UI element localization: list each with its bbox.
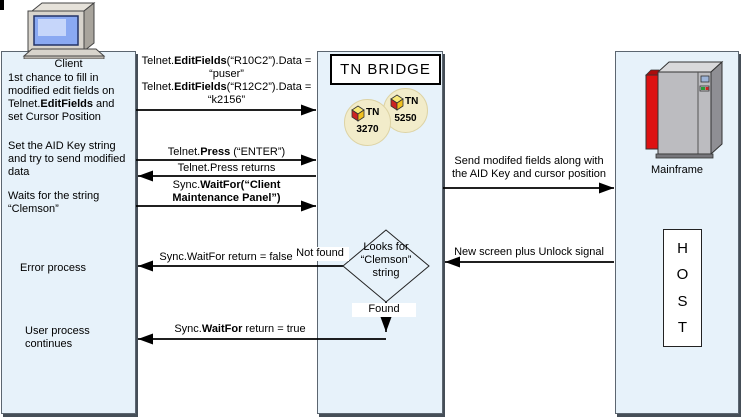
- m6-post: return = true: [242, 323, 306, 335]
- corner-artifact: [0, 0, 4, 10]
- msg-waitfor-true: Sync.WaitFor return = true: [150, 323, 330, 336]
- decision-line2: “Clemson”: [360, 254, 412, 266]
- msg-editfields-line3: Telnet.EditFields(“R12C2”).Data =: [138, 81, 315, 94]
- m6-pre: Sync.: [174, 323, 202, 335]
- m1a-pre: Telnet.: [141, 55, 175, 67]
- m2-bold: Press: [200, 146, 231, 158]
- msg-editfields-line4: “k2156”: [207, 94, 246, 106]
- m1a-post: (“R10C2”).Data =: [226, 55, 312, 67]
- decision-line1: Looks for: [363, 241, 409, 253]
- m4b-bold: Maintenance Panel”): [172, 192, 281, 204]
- m2-post: (“ENTER”): [230, 146, 286, 158]
- msg-press-enter: Telnet.Press (“ENTER”): [138, 146, 315, 159]
- m1c-post: (“R12C2”).Data =: [226, 81, 312, 93]
- client-note-editfields-bold: EditFields: [40, 98, 93, 110]
- m1c-pre: Telnet.: [141, 81, 175, 93]
- msg-send-fields-line2: the AID Key and cursor position: [451, 168, 607, 180]
- mainframe-icon: [645, 60, 724, 159]
- m1a-bold: EditFields: [174, 55, 227, 67]
- client-note-waits: Waits for the string “Clemson”: [8, 190, 100, 215]
- computer-icon: [22, 1, 106, 59]
- client-note-aidkey: Set the AID Key string and try to send m…: [8, 140, 126, 178]
- client-note-error: Error process: [20, 262, 87, 274]
- client-panel: [1, 51, 136, 414]
- client-note-editfields: 1st chance to fill in modified edit fiel…: [8, 72, 132, 124]
- host-letter-o: O: [676, 266, 689, 284]
- host-letter-h: H: [677, 239, 688, 257]
- client-note-editfields-pre: 1st chance to fill in modified edit fiel…: [8, 72, 115, 110]
- msg-waitfor-line2: Maintenance Panel”): [138, 192, 315, 205]
- m1c-bold: EditFields: [174, 81, 227, 93]
- msg-send-fields: Send modifed fields along with the AID K…: [445, 155, 613, 181]
- tn3270-cube-icon: [351, 105, 365, 122]
- host-box: H O S T: [663, 229, 702, 347]
- tn3270-badge: TN 3270: [344, 99, 391, 146]
- client-title: Client: [54, 58, 83, 70]
- msg-waitfor-false: Sync.WaitFor return = false: [159, 251, 293, 263]
- m4a-pre: Sync.: [172, 179, 201, 191]
- tn5250-number: 5250: [394, 113, 417, 124]
- tn-bridge-title: TN BRIDGE: [330, 54, 441, 85]
- tn3270-label: TN: [366, 107, 380, 118]
- not-found-label: Not found: [291, 247, 349, 261]
- msg-editfields-line1: Telnet.EditFields(“R10C2”).Data =: [138, 55, 315, 68]
- client-note-editfields-post: and set Cursor Position: [8, 98, 115, 123]
- msg-editfields-data: Telnet.EditFields(“R10C2”).Data = “puser…: [138, 55, 315, 107]
- m6-bold: WaitFor: [201, 323, 243, 335]
- mainframe-label: Mainframe: [651, 164, 703, 176]
- tn5250-label: TN: [405, 96, 419, 107]
- tn5250-cube-icon: [390, 94, 404, 111]
- host-letter-t: T: [677, 319, 688, 337]
- decision-diamond-text: Looks for “Clemson” string: [346, 241, 426, 280]
- msg-waitfor-call: Sync.WaitFor(“Client Maintenance Panel”): [138, 179, 315, 205]
- client-note-continues: User process continues: [25, 325, 90, 350]
- tn3270-number: 3270: [356, 124, 379, 135]
- msg-new-screen: New screen plus Unlock signal: [454, 246, 604, 258]
- decision-line3: string: [372, 267, 400, 279]
- msg-send-fields-line1: Send modifed fields along with: [454, 155, 604, 167]
- found-label: Found: [352, 303, 416, 317]
- msg-editfields-line2: “puser”: [209, 68, 244, 80]
- m4a-bold: WaitFor(“Client: [200, 179, 281, 191]
- host-letter-s: S: [677, 292, 688, 310]
- m2-pre: Telnet.: [167, 146, 201, 158]
- msg-press-returns: Telnet.Press returns: [177, 162, 276, 174]
- msg-waitfor-line1: Sync.WaitFor(“Client: [138, 179, 315, 192]
